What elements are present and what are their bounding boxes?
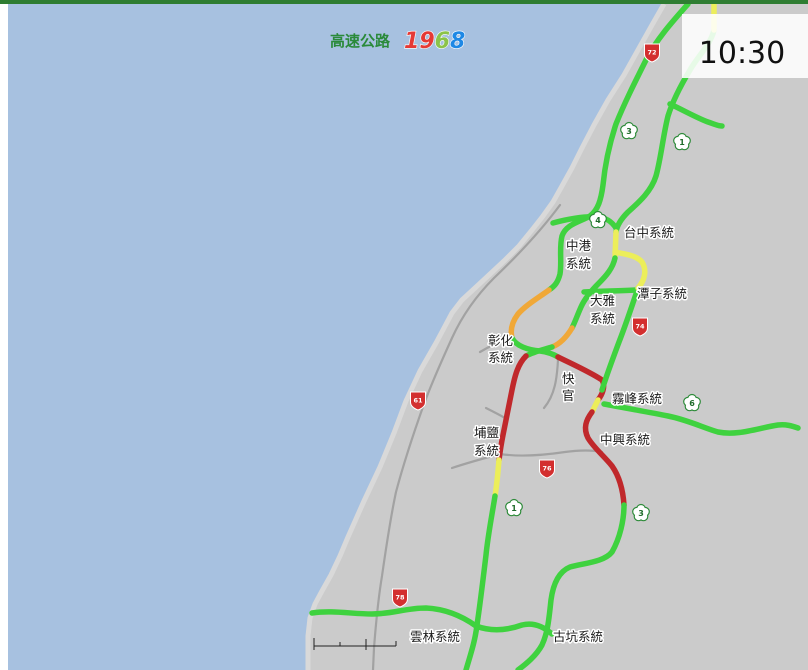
shield-number: 61 — [413, 397, 423, 405]
interchange-label-line: 古坑系統 — [553, 629, 603, 644]
interchange-label-yunlin: 雲林系統 — [410, 629, 460, 644]
interchange-label-line: 系統 — [566, 256, 591, 271]
expressway-shield-icon: 74 — [632, 317, 648, 337]
freeway-shield-icon: 6 — [683, 393, 701, 412]
logo: 高速公路 1968 — [330, 28, 466, 54]
interchange-label-line: 系統 — [488, 350, 513, 365]
freeway-6-segment — [601, 401, 801, 436]
freeway-3-north-segment — [546, 1, 691, 293]
freeway-3-wufeng-zhongxing-segment — [582, 409, 627, 508]
logo-digit: 6 — [435, 29, 450, 54]
logo-digit: 9 — [419, 29, 434, 54]
interchange-label-zhonggang: 中港 系統 — [566, 238, 595, 271]
interchange-label-gukeng: 古坑系統 — [553, 629, 603, 644]
interchange-label-line: 潭子系統 — [637, 286, 687, 301]
route-74-loop-segment — [612, 249, 648, 291]
top-bar — [0, 0, 808, 4]
freeway-1-east-branch-segment — [667, 101, 725, 129]
freeway-1-taichung-segment — [612, 229, 619, 261]
interchange-label-zhongxing: 中興系統 — [600, 432, 650, 447]
clock-background — [682, 14, 808, 78]
freeway-3-south-segment — [515, 502, 627, 670]
interchange-label-line: 台中系統 — [624, 225, 674, 240]
shield-number: 1 — [511, 504, 517, 513]
freeway-shield-icon: 1 — [673, 132, 691, 151]
freeway-1-daya-segment — [569, 255, 618, 331]
clock-panel: 10:30 — [682, 14, 808, 78]
interchange-label-line: 雲林系統 — [410, 629, 460, 644]
shield-number: 76 — [542, 465, 552, 473]
interchange-label-line: 大雅 — [590, 293, 615, 308]
route-78-segment — [309, 605, 555, 637]
freeway-shield-icon: 1 — [505, 498, 523, 517]
shield-number: 3 — [626, 127, 632, 136]
interchange-label-daya: 大雅 系統 — [590, 293, 619, 326]
shield-number: 3 — [638, 509, 644, 518]
freeway-shield-icon: 3 — [632, 503, 650, 522]
interchange-label-line: 霧峰系統 — [612, 391, 662, 406]
highways — [309, 1, 801, 670]
interchange-label-line: 彰化 — [488, 333, 514, 348]
changhua-west-road — [478, 336, 514, 354]
interchange-label-line: 中港 — [566, 238, 592, 253]
shield-number: 1 — [679, 138, 685, 147]
route-shields: 3 1 4 6 1 3 7 — [392, 43, 701, 608]
logo-digit: 1 — [404, 29, 419, 54]
interchange-label-puyan: 埔鹽 系統 — [474, 425, 503, 458]
clock-time: 10:30 — [699, 36, 785, 71]
interchange-label-line: 快 — [562, 371, 575, 386]
expressway-shield-icon: 72 — [644, 43, 660, 63]
interchange-label-tanzi: 潭子系統 — [637, 286, 687, 301]
interchange-label-taichung: 台中系統 — [624, 225, 674, 240]
interchange-label-line: 系統 — [590, 311, 615, 326]
freeway-3-changhua-approach-segment — [508, 287, 552, 341]
freeway-shield-icon: 4 — [589, 210, 607, 229]
expressway-shield-icon: 78 — [392, 588, 408, 608]
route-76-road — [498, 449, 604, 457]
interchange-label-line: 中興系統 — [600, 432, 650, 447]
freeway-1-south-segment — [463, 493, 498, 670]
interchange-labels: 台中系統 中港 系統 潭子系統 大雅 系統 彰化 系統 快 官 霧峰系統 — [409, 224, 689, 646]
logo-number: 1968 — [404, 29, 465, 54]
freeway-shield-icon: 3 — [620, 121, 638, 140]
freeway-1-puyan-segment — [492, 457, 502, 499]
logo-text: 高速公路 — [330, 32, 391, 50]
shield-number: 78 — [395, 594, 405, 602]
route-76-west-road — [450, 452, 502, 470]
interchange-label-wufeng: 霧峰系統 — [612, 391, 662, 406]
route-74-tanzi-wufeng-segment — [599, 285, 641, 393]
freeway-1-changhua-puyan-segment — [496, 353, 529, 463]
freeway-3-kuaiguan-wufeng-segment — [555, 354, 607, 403]
land-area — [308, 4, 808, 670]
shield-number: 4 — [595, 216, 601, 225]
interchange-label-line: 官 — [562, 388, 575, 403]
expressway-shield-icon: 76 — [539, 459, 555, 479]
shield-number: 72 — [647, 49, 656, 57]
kuaiguan-south-road — [542, 358, 560, 410]
interchange-label-changhua: 彰化 系統 — [488, 333, 517, 365]
interchange-label-line: 系統 — [474, 443, 499, 458]
shield-number: 6 — [689, 399, 695, 408]
scale-bar-line — [313, 638, 397, 650]
coastline — [305, 2, 667, 670]
interchange-label-line: 埔鹽 — [474, 425, 500, 440]
shield-number: 74 — [635, 323, 645, 331]
interchange-label-kuaiguan: 快 官 — [562, 371, 579, 403]
expressway-shield-icon: 61 — [410, 391, 426, 411]
puyan-west-road — [484, 406, 507, 420]
scale-bar — [313, 638, 397, 650]
logo-digit: 8 — [450, 29, 465, 54]
